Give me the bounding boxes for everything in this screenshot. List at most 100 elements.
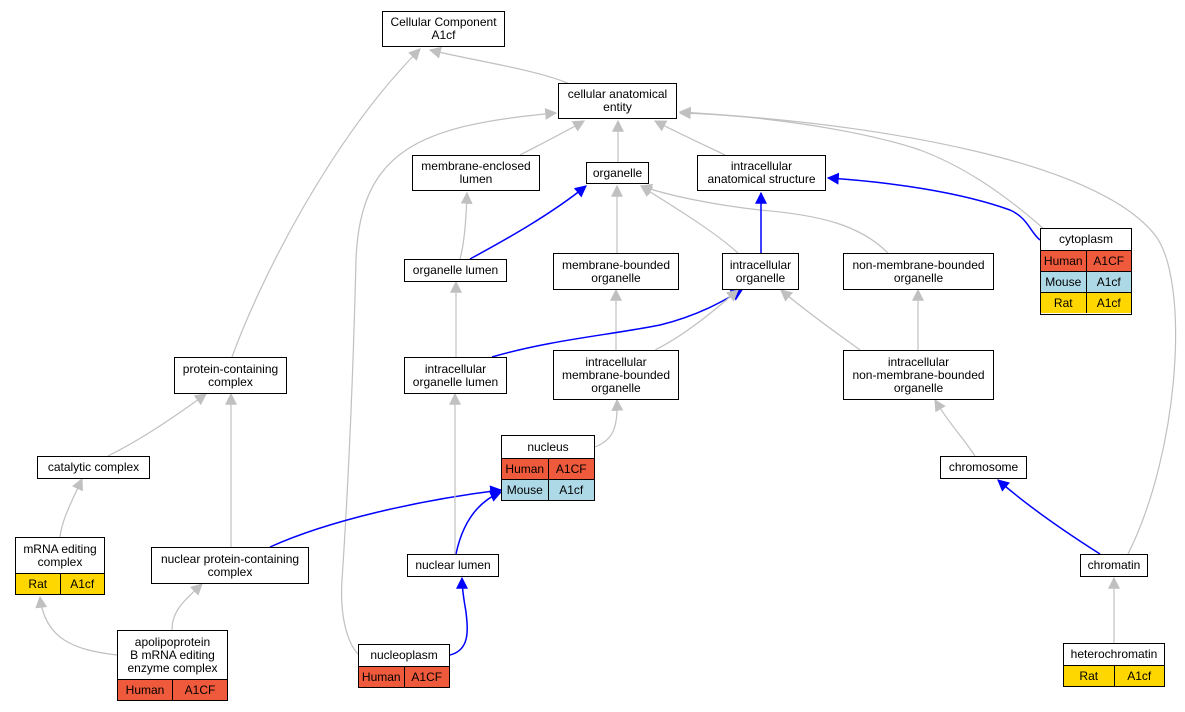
node-label: intracellular membrane-bounded organelle: [561, 354, 671, 395]
ortholog-table: Human A1CF: [118, 679, 227, 700]
gene-cell: A1CF: [547, 458, 594, 480]
node-label: membrane-bounded organelle: [561, 257, 671, 285]
species-cell: Mouse: [1041, 271, 1086, 293]
ortholog-row-human: Human A1CF: [1041, 250, 1131, 272]
node-organelle-lumen[interactable]: organelle lumen: [404, 259, 507, 282]
node-label: organelle: [592, 165, 643, 180]
species-cell: Mouse: [502, 479, 548, 500]
edge-inmbo-to-io: [780, 289, 861, 351]
node-nucleoplasm[interactable]: nucleoplasm Human A1CF: [358, 644, 450, 688]
node-protein-containing-complex[interactable]: protein-containing complex: [174, 357, 287, 394]
ortholog-row-mouse: Mouse A1cf: [1041, 271, 1131, 293]
edge-imbo-to-io: [654, 289, 739, 351]
ortholog-table: Human A1CF Mouse A1cf: [502, 458, 594, 500]
edge-npcc-to-nuc: [269, 485, 503, 548]
ortholog-table: Human A1CF: [359, 666, 449, 687]
node-cellular-anatomical-entity[interactable]: cellular anatomical entity: [558, 83, 677, 119]
node-label: protein-containing complex: [182, 361, 279, 389]
node-membrane-enclosed-lumen[interactable]: membrane-enclosed lumen: [412, 155, 540, 191]
edge-apo-to-npcc: [171, 583, 203, 631]
gene-cell: A1cf: [547, 479, 594, 500]
node-chromosome[interactable]: chromosome: [940, 456, 1027, 479]
node-nuclear-lumen[interactable]: nuclear lumen: [407, 554, 499, 577]
edge-mrna-to-cc: [59, 477, 83, 538]
node-apolipoprotein-b-mrna-editing-enzyme-complex[interactable]: apolipoprotein B mRNA editing enzyme com…: [117, 630, 228, 701]
species-cell: Human: [502, 458, 548, 480]
ortholog-row-human: Human A1CF: [359, 666, 449, 687]
node-non-membrane-bounded-organelle[interactable]: non-membrane-bounded organelle: [843, 253, 994, 290]
node-label: mRNA editing complex: [23, 541, 97, 569]
node-label: apolipoprotein B mRNA editing enzyme com…: [127, 634, 218, 675]
species-cell: Rat: [1041, 292, 1086, 313]
edge-chrt-to-cae: [678, 106, 1177, 555]
node-intracellular-anatomical-structure[interactable]: intracellular anatomical structure: [697, 155, 826, 191]
node-label: catalytic complex: [47, 460, 140, 474]
node-label: nuclear lumen: [415, 558, 491, 572]
edge-nl-to-nuc: [455, 490, 503, 555]
node-label: Cellular Component A1cf: [390, 15, 497, 42]
node-catalytic-complex[interactable]: catalytic complex: [37, 456, 150, 479]
node-heterochromatin[interactable]: heterochromatin Rat A1cf: [1063, 643, 1165, 687]
node-chromatin[interactable]: chromatin: [1080, 554, 1148, 577]
edge-apo-to-mrna: [35, 595, 118, 656]
node-nuclear-protein-containing-complex[interactable]: nuclear protein-containing complex: [151, 547, 309, 584]
edge-pcc-to-root: [231, 48, 421, 358]
gene-cell: A1cf: [59, 573, 104, 594]
node-label: intracellular organelle: [729, 257, 792, 285]
node-cellular-component-root[interactable]: Cellular Component A1cf: [382, 11, 505, 47]
edge-chrs-to-inmbo: [934, 398, 976, 457]
node-cytoplasm[interactable]: cytoplasm Human A1CF Mouse A1cf Rat A1cf: [1040, 228, 1132, 315]
edge-iol-to-io: [491, 289, 744, 358]
node-intracellular-membrane-bounded-organelle[interactable]: intracellular membrane-bounded organelle: [553, 350, 679, 400]
edge-nuc-to-imbo: [594, 398, 624, 448]
node-label: nuclear protein-containing complex: [160, 551, 300, 579]
node-nucleus[interactable]: nucleus Human A1CF Mouse A1cf: [501, 435, 595, 501]
node-intracellular-organelle[interactable]: intracellular organelle: [722, 253, 799, 290]
edge-orl-to-mel: [459, 191, 473, 260]
node-label: intracellular non-membrane-bounded organ…: [852, 354, 985, 395]
node-label: non-membrane-bounded organelle: [852, 257, 985, 285]
edge-cyt-to-ias: [826, 172, 1041, 241]
node-mrna-editing-complex[interactable]: mRNA editing complex Rat A1cf: [15, 537, 105, 595]
node-intracellular-non-membrane-bounded-organelle[interactable]: intracellular non-membrane-bounded organ…: [843, 350, 994, 400]
node-label: organelle lumen: [412, 263, 499, 277]
edge-np-to-nl: [449, 576, 469, 656]
node-label: intracellular anatomical structure: [707, 159, 816, 186]
node-label: nucleoplasm: [370, 648, 438, 662]
gene-cell: A1cf: [1085, 292, 1131, 313]
node-organelle[interactable]: organelle: [586, 162, 649, 184]
species-cell: Rat: [1064, 665, 1114, 686]
ortholog-row-rat: Rat A1cf: [1041, 292, 1131, 313]
node-label: cellular anatomical entity: [567, 87, 668, 114]
ortholog-row-human: Human A1CF: [502, 458, 594, 480]
ortholog-table: Rat A1cf: [1064, 665, 1164, 686]
gene-cell: A1cf: [1085, 271, 1131, 293]
edge-io-to-org: [639, 185, 739, 254]
gene-cell: A1cf: [1113, 665, 1164, 686]
edge-ias-to-cae: [653, 120, 726, 156]
edge-orl-to-org: [469, 185, 587, 260]
ortholog-row-rat: Rat A1cf: [16, 573, 104, 594]
edge-np-to-cae: [340, 107, 558, 655]
edge-mel-to-cae: [519, 120, 586, 156]
gene-cell: A1CF: [1085, 250, 1131, 272]
edge-chrt-to-chrs: [997, 479, 1101, 555]
node-intracellular-organelle-lumen[interactable]: intracellular organelle lumen: [404, 357, 507, 394]
ortholog-table: Human A1CF Mouse A1cf Rat A1cf: [1041, 250, 1131, 313]
gene-cell: A1CF: [403, 666, 449, 687]
node-label: cytoplasm: [1058, 232, 1114, 246]
node-label: intracellular organelle lumen: [412, 361, 499, 389]
edge-nmbo-to-org: [639, 183, 889, 254]
node-label: chromosome: [948, 460, 1019, 474]
node-label: membrane-enclosed lumen: [421, 159, 531, 186]
species-cell: Human: [118, 679, 173, 700]
ortholog-row-mouse: Mouse A1cf: [502, 479, 594, 500]
gene-cell: A1CF: [172, 679, 227, 700]
edge-cc-to-pcc: [107, 393, 207, 457]
species-cell: Human: [1041, 250, 1086, 272]
ortholog-table: Rat A1cf: [16, 573, 104, 594]
node-label: chromatin: [1087, 558, 1141, 572]
node-membrane-bounded-organelle[interactable]: membrane-bounded organelle: [553, 253, 679, 290]
node-label: nucleus: [527, 439, 569, 454]
